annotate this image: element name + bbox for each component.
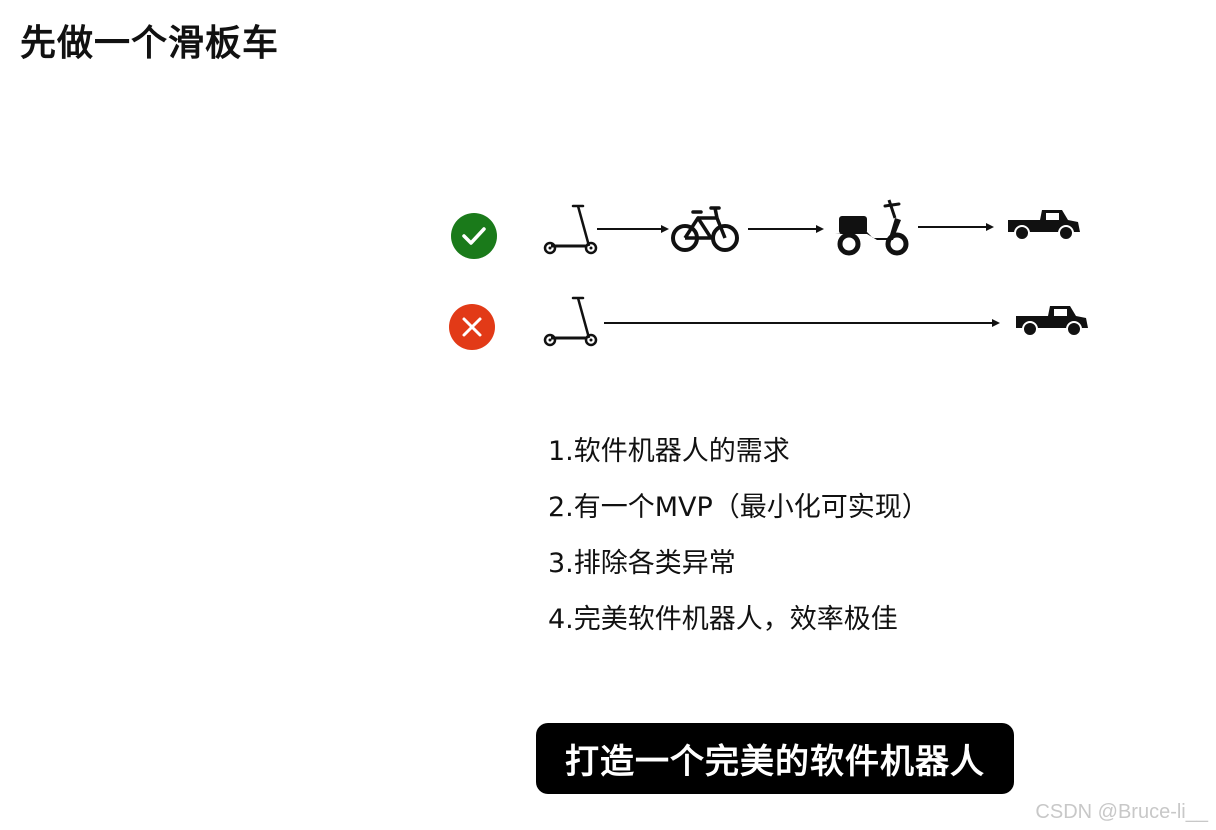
arrow-right-icon (597, 224, 669, 234)
arrow-right-icon (748, 224, 824, 234)
list-item: 3.排除各类异常 (548, 548, 736, 579)
subtitle-caption: 打造一个完美的软件机器人 (536, 723, 1014, 794)
check-circle-icon (451, 213, 497, 259)
list-item: 2.有一个MVP（最小化可实现） (548, 492, 929, 523)
steps-list: 1.软件机器人的需求 2.有一个MVP（最小化可实现） 3.排除各类异常 4.完… (548, 424, 929, 648)
pickup-truck-icon (1006, 206, 1082, 242)
page-title: 先做一个滑板车 (20, 23, 280, 64)
pickup-truck-icon (1014, 302, 1090, 338)
arrow-right-icon (604, 318, 1000, 328)
cross-circle-icon (449, 304, 495, 350)
list-item: 1.软件机器人的需求 (548, 436, 790, 467)
list-item: 4.完美软件机器人，效率极佳 (548, 604, 898, 635)
scooter-icon (543, 296, 599, 348)
bicycle-icon (671, 204, 739, 254)
watermark: CSDN @Bruce-li__ (1035, 801, 1208, 823)
motorbike-icon (833, 198, 911, 256)
arrow-right-icon (918, 222, 994, 232)
scooter-icon (543, 204, 599, 256)
